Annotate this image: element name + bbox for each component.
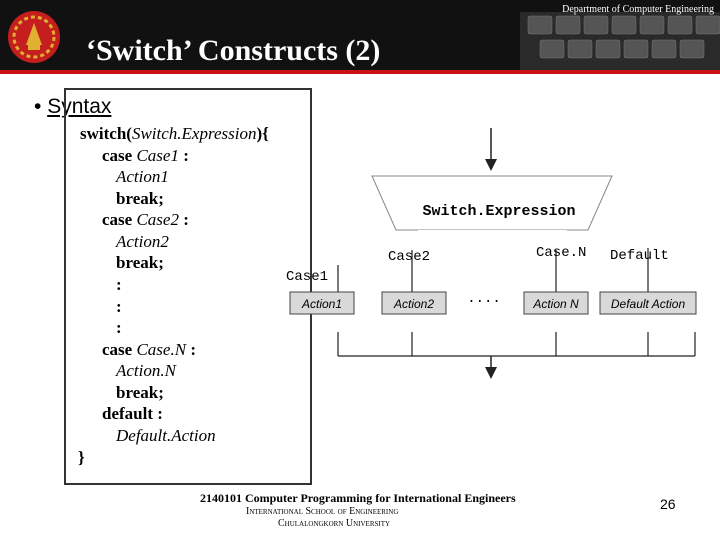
case2-label: Case2: [388, 249, 430, 265]
code-line-dots2: :: [116, 297, 122, 316]
code-line-break1: break;: [116, 189, 164, 208]
code-line-close-brace: }: [78, 448, 85, 467]
actionN-box: [523, 291, 589, 315]
footer-school: International School of Engineering: [246, 506, 399, 517]
action2-label: Action2: [393, 297, 434, 311]
code-line-default: default :: [102, 404, 163, 423]
code-line-action1: Action1: [116, 167, 169, 186]
header-divider: [0, 70, 720, 74]
slide-header: Department of Computer Engineering ‘Swit…: [0, 0, 720, 70]
bullet-symbol: •: [34, 95, 42, 118]
footer-course-title: 2140101 Computer Programming for Interna…: [200, 491, 516, 505]
action1-box: [289, 291, 355, 315]
code-line-action2: Action2: [116, 232, 169, 251]
switch-expression-label: Switch.Expression: [422, 203, 575, 220]
code-line-switch: switch(Switch.Expression){: [80, 124, 269, 143]
switch-expression-shape: [371, 175, 613, 231]
case1-label: Case1: [286, 269, 328, 285]
keyboard-background-image: [520, 12, 720, 70]
syntax-bullet: • Syntax: [34, 95, 111, 119]
department-name: Department of Computer Engineering: [562, 4, 714, 15]
caseN-label: Case.N: [536, 245, 586, 261]
actionN-label: Action N: [532, 297, 579, 311]
ellipsis-label: ....: [467, 291, 501, 307]
action1-label: Action1: [301, 297, 342, 311]
code-line-dots3: :: [116, 318, 122, 337]
default-action-label: Default Action: [611, 297, 686, 311]
footer-university: Chulalongkorn University: [278, 518, 391, 529]
code-box: [64, 88, 312, 485]
code-line-case1: case Case1 :: [102, 146, 189, 165]
code-line-case2: case Case2 :: [102, 210, 189, 229]
code-line-break2: break;: [116, 253, 164, 272]
code-line-dots1: :: [116, 275, 122, 294]
syntax-heading: Syntax: [47, 95, 112, 118]
university-emblem-icon: [8, 11, 60, 63]
code-line-actionN: Action.N: [116, 361, 176, 380]
default-label: Default: [610, 248, 669, 264]
code-line-caseN: case Case.N :: [102, 340, 196, 359]
code-line-default-action: Default.Action: [116, 426, 216, 445]
page-number: 26: [660, 496, 676, 512]
default-action-box: [599, 291, 697, 315]
code-line-breakN: break;: [116, 383, 164, 402]
switch-flowchart: Switch.Expression Case1 Case2 Case.N Def…: [286, 128, 697, 379]
slide-title: ‘Switch’ Constructs (2): [86, 34, 381, 67]
action2-box: [381, 291, 447, 315]
